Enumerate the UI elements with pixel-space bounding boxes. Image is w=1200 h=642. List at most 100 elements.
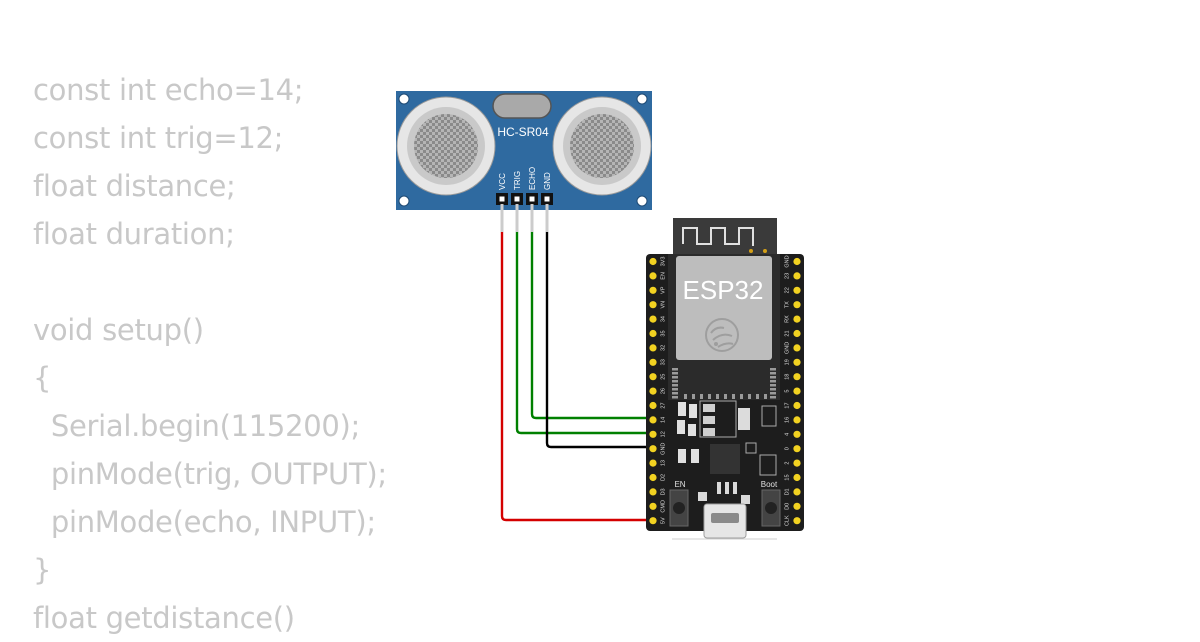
code-listing: const int echo=14;const int trig=12;floa… xyxy=(33,66,387,642)
board-pin-label: 14 xyxy=(660,417,666,423)
micro-usb-port[interactable] xyxy=(703,503,747,539)
board-pin[interactable] xyxy=(649,373,657,381)
rf-shield xyxy=(676,256,772,360)
board-pin[interactable] xyxy=(649,401,657,410)
board-pin[interactable] xyxy=(649,445,657,453)
en-button[interactable] xyxy=(669,489,689,527)
wire-trig xyxy=(515,232,653,435)
board-pin[interactable] xyxy=(649,502,657,510)
board-pin-label: 3V3 xyxy=(660,257,666,267)
boot-button[interactable] xyxy=(761,489,781,527)
board-pin[interactable] xyxy=(793,329,801,338)
wire-echo xyxy=(530,232,653,420)
board-pin[interactable] xyxy=(649,430,657,438)
board-pin[interactable] xyxy=(793,517,801,525)
board-pin[interactable] xyxy=(649,344,657,352)
board-label: ESP32 xyxy=(683,275,764,305)
espressif-logo-icon xyxy=(705,318,739,352)
board-pin[interactable] xyxy=(793,315,801,323)
board-pin-label: 12 xyxy=(660,431,666,437)
board-pin[interactable] xyxy=(649,473,657,482)
board-pin-label: 17 xyxy=(784,402,790,408)
board-pin[interactable] xyxy=(649,315,657,323)
board-pin[interactable] xyxy=(793,286,801,294)
board-pin-label: VP xyxy=(660,286,666,294)
sensor-pin-label: TRIG xyxy=(513,171,522,190)
smd-components xyxy=(677,400,777,504)
board-pin-label: 27 xyxy=(660,402,666,408)
wires xyxy=(500,204,653,522)
code-line: void setup() xyxy=(33,313,204,347)
code-line: pinMode(trig, OUTPUT); xyxy=(33,457,387,491)
sensor-pin-label: ECHO xyxy=(528,167,537,190)
board-pin[interactable] xyxy=(649,459,657,467)
board-pin-label: 5V xyxy=(660,517,666,524)
board-pin[interactable] xyxy=(793,301,801,309)
board-pin-label: 19 xyxy=(784,359,790,365)
code-line: pinMode(echo, INPUT); xyxy=(33,505,376,539)
board-pin[interactable] xyxy=(649,286,657,294)
board-pin-label: 26 xyxy=(660,388,666,394)
board-pin-label: D3 xyxy=(660,488,666,495)
board-pin[interactable] xyxy=(793,401,801,410)
boot-button-label: Boot xyxy=(761,480,778,489)
crystal-oscillator xyxy=(492,93,552,119)
board-pin[interactable] xyxy=(649,257,657,266)
code-line: float duration; xyxy=(33,217,235,251)
board-pin[interactable] xyxy=(649,387,657,395)
board-pin-label: CLK xyxy=(784,515,790,526)
board-pin[interactable] xyxy=(793,257,801,266)
board-pin-label: D0 xyxy=(784,503,790,510)
board-pin[interactable] xyxy=(793,272,801,280)
sensor-label: HC-SR04 xyxy=(497,125,549,139)
board-pin[interactable] xyxy=(793,502,801,510)
board-pin-label: 34 xyxy=(660,316,666,322)
mounting-hole xyxy=(398,195,410,207)
board-pin[interactable] xyxy=(649,358,657,366)
board-pin-label: TX xyxy=(784,301,790,308)
board-pin-label: 21 xyxy=(784,330,790,336)
board-pin[interactable] xyxy=(793,488,801,496)
esp32-board[interactable]: ESP32 xyxy=(646,218,804,540)
board-pin-label: EN xyxy=(660,272,666,280)
board-pin-label: 32 xyxy=(660,345,666,351)
code-line: Serial.begin(115200); xyxy=(33,409,361,443)
board-pin[interactable] xyxy=(649,517,657,525)
transducer-right xyxy=(552,96,652,196)
board-pin[interactable] xyxy=(793,344,801,352)
board-pin[interactable] xyxy=(649,329,657,338)
board-pin[interactable] xyxy=(793,473,801,482)
board-pin-label: RX xyxy=(784,315,790,323)
board-pin-label: D1 xyxy=(784,488,790,495)
board-pin[interactable] xyxy=(649,488,657,496)
board-pin-label: 23 xyxy=(784,273,790,279)
board-pin-label: 16 xyxy=(784,417,790,423)
usb-uart-chip xyxy=(710,444,740,474)
board-pin[interactable] xyxy=(649,301,657,309)
board-pin[interactable] xyxy=(793,430,801,438)
board-pin-label: 22 xyxy=(784,287,790,293)
board-pin[interactable] xyxy=(649,272,657,280)
board-pin[interactable] xyxy=(793,373,801,381)
mounting-hole xyxy=(636,195,648,207)
left-pin-header: 3V3ENVPVN343532332526271412GND13D2D3CMD5… xyxy=(649,257,666,525)
code-line: float getdistance() xyxy=(33,601,295,635)
board-pin-label: GND xyxy=(784,342,790,354)
code-line: const int trig=12; xyxy=(33,121,284,155)
board-pin[interactable] xyxy=(793,387,801,395)
board-pin[interactable] xyxy=(793,416,801,424)
board-pin-label: D2 xyxy=(660,474,666,481)
board-pin-label: 15 xyxy=(784,474,790,480)
board-pin[interactable] xyxy=(649,416,657,424)
board-pin-label: 5 xyxy=(784,390,790,393)
board-pin[interactable] xyxy=(793,445,801,453)
wire-gnd xyxy=(545,232,653,449)
board-pin[interactable] xyxy=(793,358,801,366)
module-pads xyxy=(672,368,776,399)
board-pin[interactable] xyxy=(793,459,801,467)
board-pin-label: 4 xyxy=(784,433,790,436)
code-line: { xyxy=(33,361,52,395)
